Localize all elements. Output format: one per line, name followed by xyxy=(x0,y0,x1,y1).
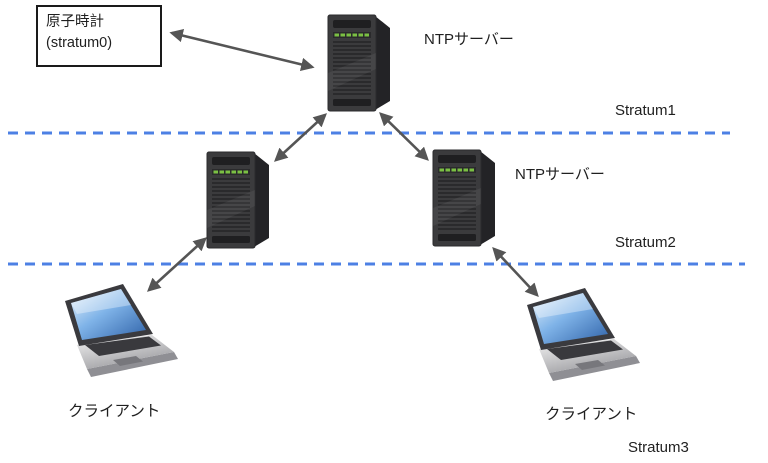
ntp-server-top-icon xyxy=(326,13,392,113)
client-left-label: クライアント xyxy=(68,403,161,420)
client-laptop-left-icon xyxy=(60,281,184,387)
arrow-clock-top-server xyxy=(169,28,315,72)
atomic-clock-label-line1: 原子時計 xyxy=(46,14,104,30)
stratum3-label: Stratum3 xyxy=(628,439,689,456)
arrow-right-server-client xyxy=(492,247,539,297)
atomic-clock-label-line2: (stratum0) xyxy=(46,35,113,52)
stratum1-label: Stratum1 xyxy=(615,102,676,119)
client-laptop-right-icon xyxy=(522,285,646,391)
stratum2-label: Stratum2 xyxy=(615,234,676,251)
ntp-server-mid-left-icon xyxy=(205,150,271,250)
ntp-server-mid-label: NTPサーバー xyxy=(515,166,605,183)
arrow-top-left-server xyxy=(274,113,327,162)
ntp-server-top-label: NTPサーバー xyxy=(424,31,514,48)
arrow-left-server-client xyxy=(147,237,207,292)
arrow-top-right-server xyxy=(379,112,429,161)
client-right-label: クライアント xyxy=(545,406,638,423)
atomic-clock-box: 原子時計 (stratum0) xyxy=(36,5,162,67)
ntp-server-mid-right-icon xyxy=(431,148,497,248)
